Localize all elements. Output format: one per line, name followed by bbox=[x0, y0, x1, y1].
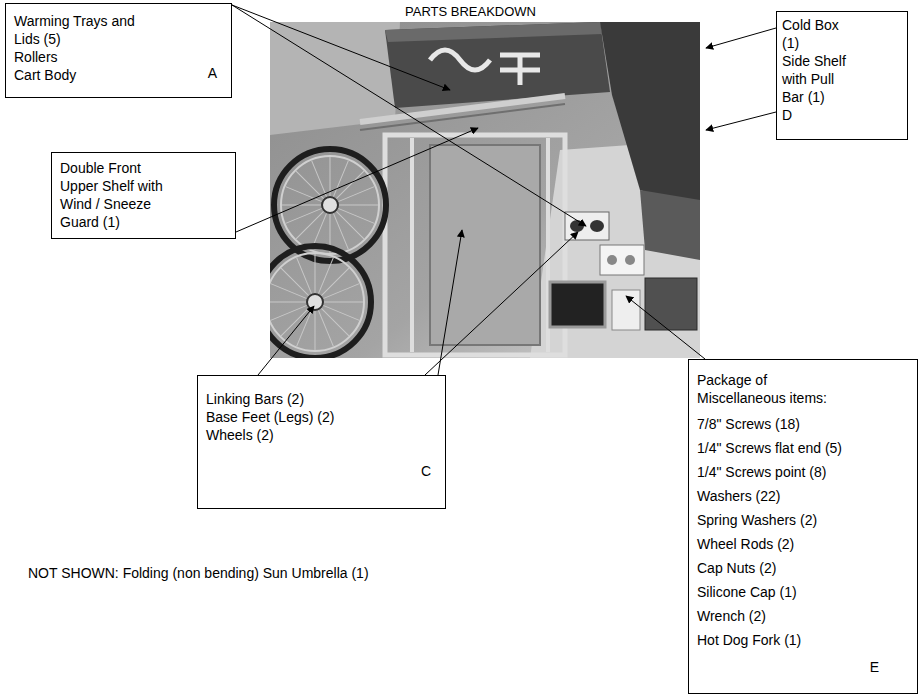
callout-box: Cold Box (1)Side Shelf with Pull Bar (1)… bbox=[776, 11, 908, 140]
part-name: Cart Body bbox=[14, 66, 223, 84]
leader-line bbox=[425, 232, 578, 375]
part-name: Wheel Rods (2) bbox=[697, 532, 909, 556]
leader-line bbox=[258, 306, 314, 375]
diagram-title: PARTS BREAKDOWN bbox=[405, 4, 536, 20]
callout-letter: C bbox=[421, 462, 431, 480]
part-name: Linking Bars (2) bbox=[206, 390, 437, 408]
leader-lines bbox=[232, 5, 776, 375]
side-shelf bbox=[640, 190, 700, 260]
part-name: Cold Box (1) bbox=[782, 16, 854, 52]
note: NOT SHOWN: Folding (non bending) Sun Umb… bbox=[28, 564, 369, 582]
callout-box: Package of Miscellaneous items: 7/8" Scre… bbox=[688, 359, 918, 694]
cart-lettering bbox=[430, 50, 540, 85]
part-name: Warming Trays and Lids (5) bbox=[14, 12, 149, 48]
wheel bbox=[274, 149, 386, 261]
part-name: 7/8" Screws (18) bbox=[697, 412, 909, 436]
leader-line bbox=[706, 28, 776, 48]
part-name: 1/4" Screws flat end (5) bbox=[697, 436, 909, 460]
parts-package bbox=[600, 245, 644, 275]
callout-letter: A bbox=[208, 64, 217, 82]
side-box bbox=[645, 278, 697, 330]
leader-line bbox=[232, 5, 586, 226]
part-name: Side Shelf with Pull Bar (1) bbox=[782, 52, 854, 106]
upper-shelf-bar bbox=[360, 96, 565, 122]
part-name: Wrench (2) bbox=[697, 604, 909, 628]
callout-box: Warming Trays and Lids (5)RollersCart Bo… bbox=[5, 3, 232, 98]
cold-box bbox=[600, 22, 700, 210]
cart-body-top bbox=[385, 22, 602, 42]
leader-line bbox=[706, 112, 776, 130]
part-name: Wheels (2) bbox=[206, 426, 437, 444]
part-name: Silicone Cap (1) bbox=[697, 580, 909, 604]
part-name: Base Feet (Legs) (2) bbox=[206, 408, 437, 426]
part-name: Package of Miscellaneous items: bbox=[697, 371, 837, 407]
part-name: Double Front Upper Shelf with Wind / Sne… bbox=[60, 159, 172, 231]
callout-box: Double Front Upper Shelf with Wind / Sne… bbox=[51, 152, 236, 239]
base-leg bbox=[410, 138, 414, 352]
leader-line bbox=[438, 230, 462, 375]
part-name: Hot Dog Fork (1) bbox=[697, 628, 909, 652]
leader-line bbox=[236, 128, 478, 232]
part-name: Washers (22) bbox=[697, 484, 909, 508]
part-name: Cap Nuts (2) bbox=[697, 556, 909, 580]
part bbox=[625, 255, 635, 265]
part bbox=[607, 255, 617, 265]
cart-body bbox=[385, 22, 610, 108]
tray-lid bbox=[590, 220, 604, 232]
part-name: D bbox=[782, 106, 901, 124]
leader-line bbox=[626, 296, 705, 359]
callout-letter: E bbox=[870, 658, 879, 676]
callout-box: Linking Bars (2)Base Feet (Legs) (2)Whee… bbox=[197, 375, 446, 509]
warming-tray bbox=[565, 212, 609, 240]
base-panel bbox=[430, 145, 540, 345]
part-name: Spring Washers (2) bbox=[697, 508, 909, 532]
upper-shelf-edge bbox=[360, 104, 565, 130]
dark-tray bbox=[550, 282, 605, 327]
tray-lid bbox=[570, 220, 584, 232]
base-frame bbox=[385, 135, 565, 355]
part-name: 1/4" Screws point (8) bbox=[697, 460, 909, 484]
part-name: Rollers bbox=[14, 48, 223, 66]
